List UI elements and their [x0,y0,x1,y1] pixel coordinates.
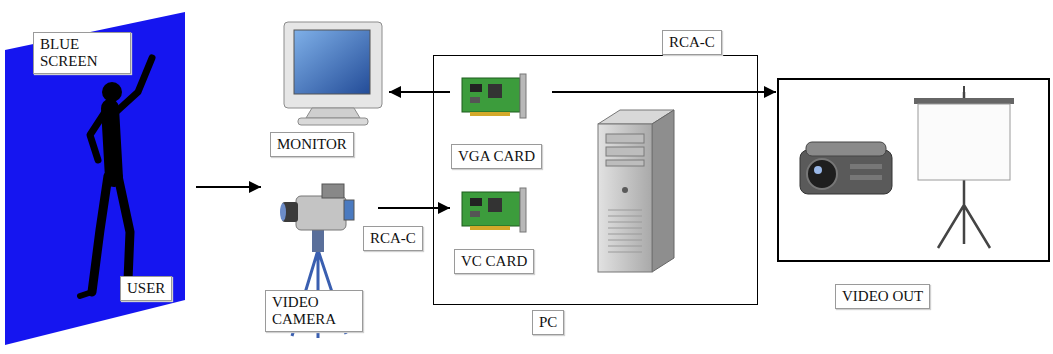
vga-card-icon [462,74,526,118]
node-label: VGA CARD [451,144,542,169]
node-label: PC [532,310,564,335]
vc-card-box: VC CARD [451,189,551,281]
user-silhouette [80,58,152,296]
signal-arrow [389,91,450,93]
signal-arrow [378,207,450,209]
node-label: MONITOR [270,132,354,157]
projection-screen-icon [914,86,1014,248]
vc-card-icon [462,188,526,232]
node-label: VIDEO OUT [835,284,930,309]
node-label: USER [120,276,172,301]
edge-label: RCA-C [662,30,722,55]
blue-screen [5,12,185,345]
video-camera-box: VIDEO CAMERA [262,178,377,338]
blue-screen-box: BLUE SCREEN USER [5,10,185,345]
pc-tower-icon [598,110,674,272]
node-label: VIDEO CAMERA [265,290,363,332]
node-label: VC CARD [454,249,534,274]
node-label: BLUE SCREEN [33,32,131,74]
edge-label: RCA-C [363,226,423,251]
projector-icon [800,142,892,194]
vga-card-box: VGA CARD [451,76,551,176]
pc-box: PCVGA CARDVC CARD [433,55,758,305]
video-out-box: VIDEO OUT [777,78,1050,262]
user-box: USER [85,60,195,305]
signal-arrow [552,91,776,93]
monitor-box: MONITOR [268,18,388,160]
signal-arrow [196,186,261,188]
monitor-icon [284,22,382,125]
